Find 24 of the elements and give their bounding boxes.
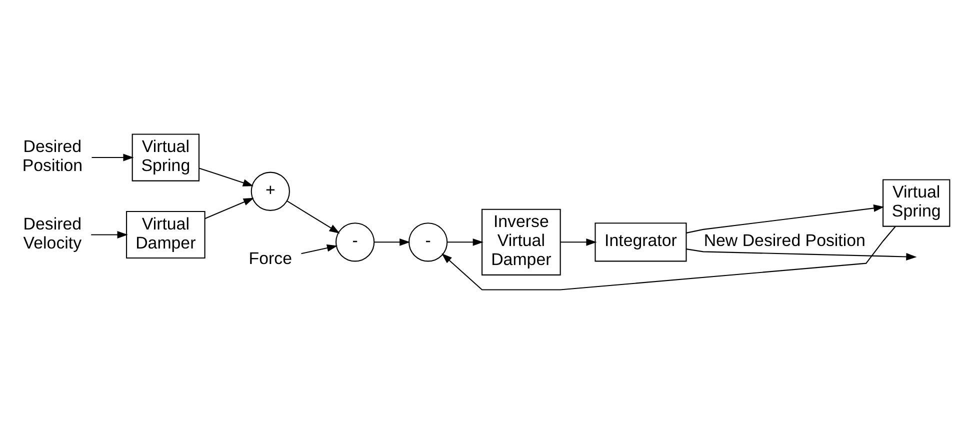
arrow: [92, 154, 134, 162]
arrow: [199, 168, 254, 186]
node-box: Virtual Damper: [126, 210, 206, 259]
arrow: [91, 231, 128, 238]
node-box: Virtual Spring: [132, 134, 200, 182]
node-box: Virtual Spring: [882, 179, 950, 227]
arrow: [301, 244, 338, 254]
node-text: Force: [248, 249, 292, 268]
arrow: [686, 204, 884, 234]
node-box: Integrator: [594, 222, 687, 262]
node-circle: +: [250, 172, 290, 211]
arrow: [560, 238, 597, 246]
node-text: Desired Position: [22, 137, 83, 176]
arrow: [374, 238, 410, 246]
arrow: [448, 238, 484, 246]
arrow: [286, 200, 340, 234]
node-text: Desired Velocity: [23, 214, 82, 252]
node-box: Inverse Virtual Damper: [482, 208, 561, 276]
arrow: [686, 248, 917, 260]
edge-label: New Desired Position: [704, 231, 866, 250]
node-circle: -: [408, 222, 448, 262]
node-circle: -: [335, 222, 375, 262]
arrow: [204, 198, 254, 220]
arrow: [442, 226, 896, 290]
